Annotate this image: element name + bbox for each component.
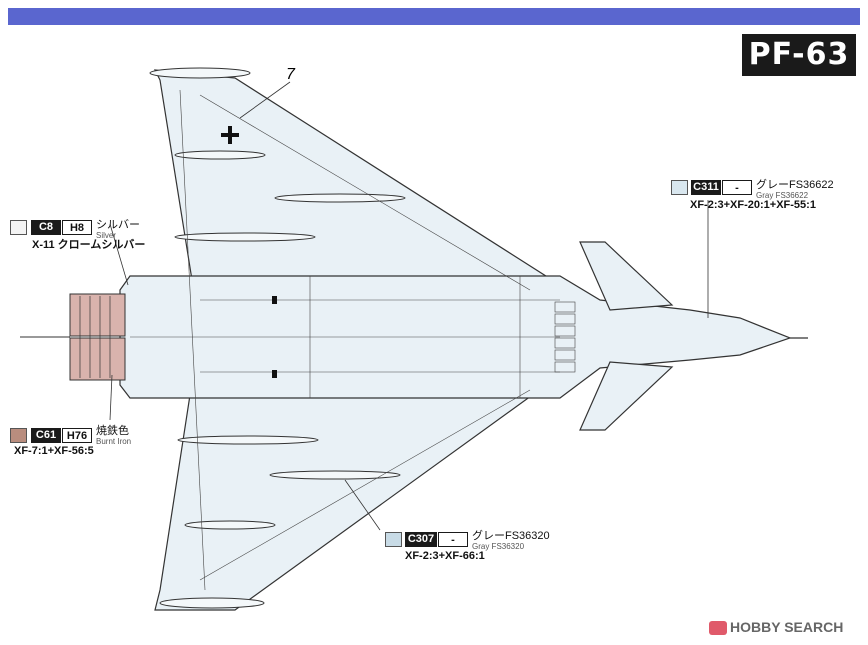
canard-upper: [579, 241, 674, 311]
color-name-jp: 焼鉄色: [96, 425, 129, 437]
leader-marking: [239, 81, 291, 119]
color-swatch: [385, 532, 402, 547]
color-swatch: [10, 428, 27, 443]
color-mix: XF-7:1+XF-56:5: [14, 445, 94, 457]
engine-nozzle-upper: [69, 293, 126, 337]
wingtip-pod-lower: [159, 597, 265, 609]
header-bar: [8, 8, 860, 25]
hobby-search-logo-icon: [709, 621, 727, 636]
watermark-text: HOBBY SEARCH: [730, 619, 844, 635]
color-mix: XF-2:3+XF-66:1: [405, 550, 485, 562]
pylon: [174, 232, 316, 242]
marking-number-label: 7: [286, 66, 295, 83]
color-name-en: Silver: [96, 231, 117, 240]
color-name-en: Gray FS36320: [472, 542, 525, 551]
leader-gray-36320: [344, 479, 381, 531]
color-name-en: Burnt Iron: [96, 437, 132, 446]
pylon: [184, 520, 276, 530]
color-code-secondary: -: [722, 180, 752, 195]
color-name-jp: グレーFS36622: [756, 179, 834, 191]
canard-lower: [579, 361, 674, 431]
watermark: HOBBY SEARCH: [709, 619, 844, 636]
leader-burnt-iron: [109, 374, 113, 421]
wingtip-pod-upper: [149, 67, 251, 79]
leader-silver: [109, 223, 129, 286]
color-mix: XF-2:3+XF-20:1+XF-55:1: [690, 199, 816, 211]
engine-nozzle-lower: [69, 337, 126, 381]
pylon: [177, 435, 319, 445]
pylon: [274, 193, 406, 203]
pylon: [174, 150, 266, 160]
color-swatch: [671, 180, 688, 195]
color-code-secondary: H76: [62, 428, 92, 443]
color-mix: X-11 クロームシルバー: [32, 239, 146, 251]
color-swatch: [10, 220, 27, 235]
pylon: [269, 470, 401, 480]
color-code: C61: [31, 428, 61, 443]
color-code: C311: [691, 180, 721, 195]
color-name-jp: グレーFS36320: [472, 530, 550, 542]
national-cross-marking: [221, 126, 239, 144]
color-code: C307: [405, 532, 437, 547]
color-name-jp: シルバー: [96, 219, 140, 231]
color-code-secondary: H8: [62, 220, 92, 235]
model-code-label: PF-63: [742, 34, 856, 76]
color-code: C8: [31, 220, 61, 235]
color-name-en: Gray FS36622: [756, 191, 809, 200]
color-code-secondary: -: [438, 532, 468, 547]
